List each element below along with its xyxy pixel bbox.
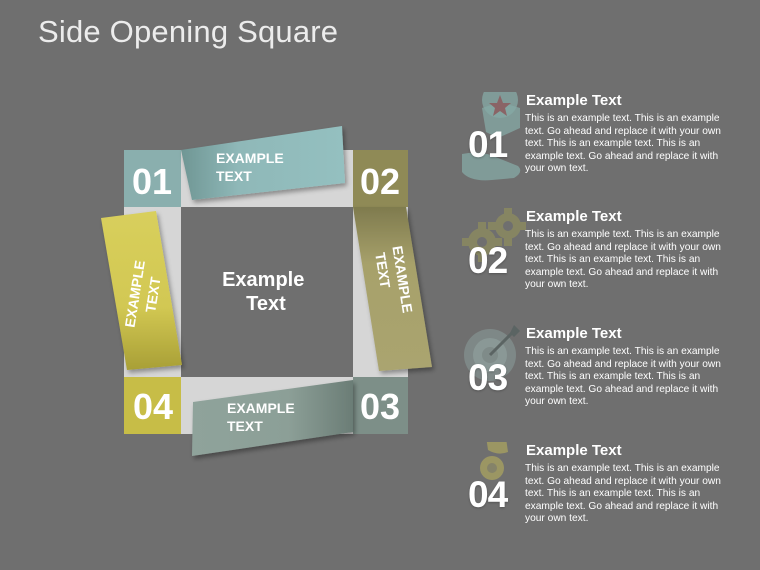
panel-label-03-line2: TEXT	[227, 418, 263, 434]
panel-label-03: EXAMPLE TEXT	[227, 400, 299, 434]
panel-03	[192, 380, 353, 456]
list-item-02: 02 Example Text This is an example text.…	[462, 208, 742, 308]
corner-number-02: 02	[360, 161, 400, 202]
center-text: Example Text	[222, 269, 310, 315]
corner-number-01: 01	[132, 161, 172, 202]
corner-box-01	[124, 150, 181, 207]
center-text-line2: Text	[246, 293, 286, 315]
panel-label-02-line2: TEXT	[372, 251, 393, 289]
center-text-line1: Example	[222, 269, 304, 291]
panel-label-04-line2: TEXT	[142, 275, 163, 313]
list-item-03: 03 Example Text This is an example text.…	[462, 325, 742, 425]
item-body-03: This is an example text. This is an exam…	[525, 346, 721, 408]
item-heading-01: Example Text	[526, 92, 622, 109]
panel-label-01: EXAMPLE TEXT	[216, 150, 288, 184]
list-item-04: 04 Example Text This is an example text.…	[462, 442, 742, 542]
corner-number-04: 04	[133, 386, 173, 427]
panel-label-01-line1: EXAMPLE	[216, 150, 284, 166]
item-number-01: 01	[468, 124, 508, 165]
panel-label-01-line2: TEXT	[216, 168, 252, 184]
hand-coin-icon	[480, 442, 508, 480]
item-body-02: This is an example text. This is an exam…	[525, 229, 721, 291]
item-body-01: This is an example text. This is an exam…	[525, 113, 721, 175]
item-number-03: 03	[468, 357, 508, 398]
corner-number-03: 03	[360, 386, 400, 427]
slide-title: Side Opening Square	[38, 14, 339, 49]
item-heading-03: Example Text	[526, 325, 622, 342]
item-heading-02: Example Text	[526, 208, 622, 225]
panel-01	[181, 126, 345, 200]
panel-label-03-line1: EXAMPLE	[227, 400, 295, 416]
panel-04	[101, 211, 182, 370]
target-arrow-icon	[464, 325, 520, 381]
item-heading-04: Example Text	[526, 442, 622, 459]
item-number-04: 04	[468, 474, 508, 515]
item-body-04: This is an example text. This is an exam…	[525, 463, 721, 525]
corner-box-03	[353, 377, 408, 434]
corner-box-04	[124, 377, 181, 434]
list-item-01: 01 Example Text This is an example text.…	[462, 92, 742, 192]
gears-icon	[462, 208, 526, 262]
person-star-icon	[462, 92, 521, 181]
corner-box-02	[353, 150, 408, 207]
panel-02	[353, 207, 432, 371]
center-square	[181, 207, 353, 377]
item-number-02: 02	[468, 240, 508, 281]
